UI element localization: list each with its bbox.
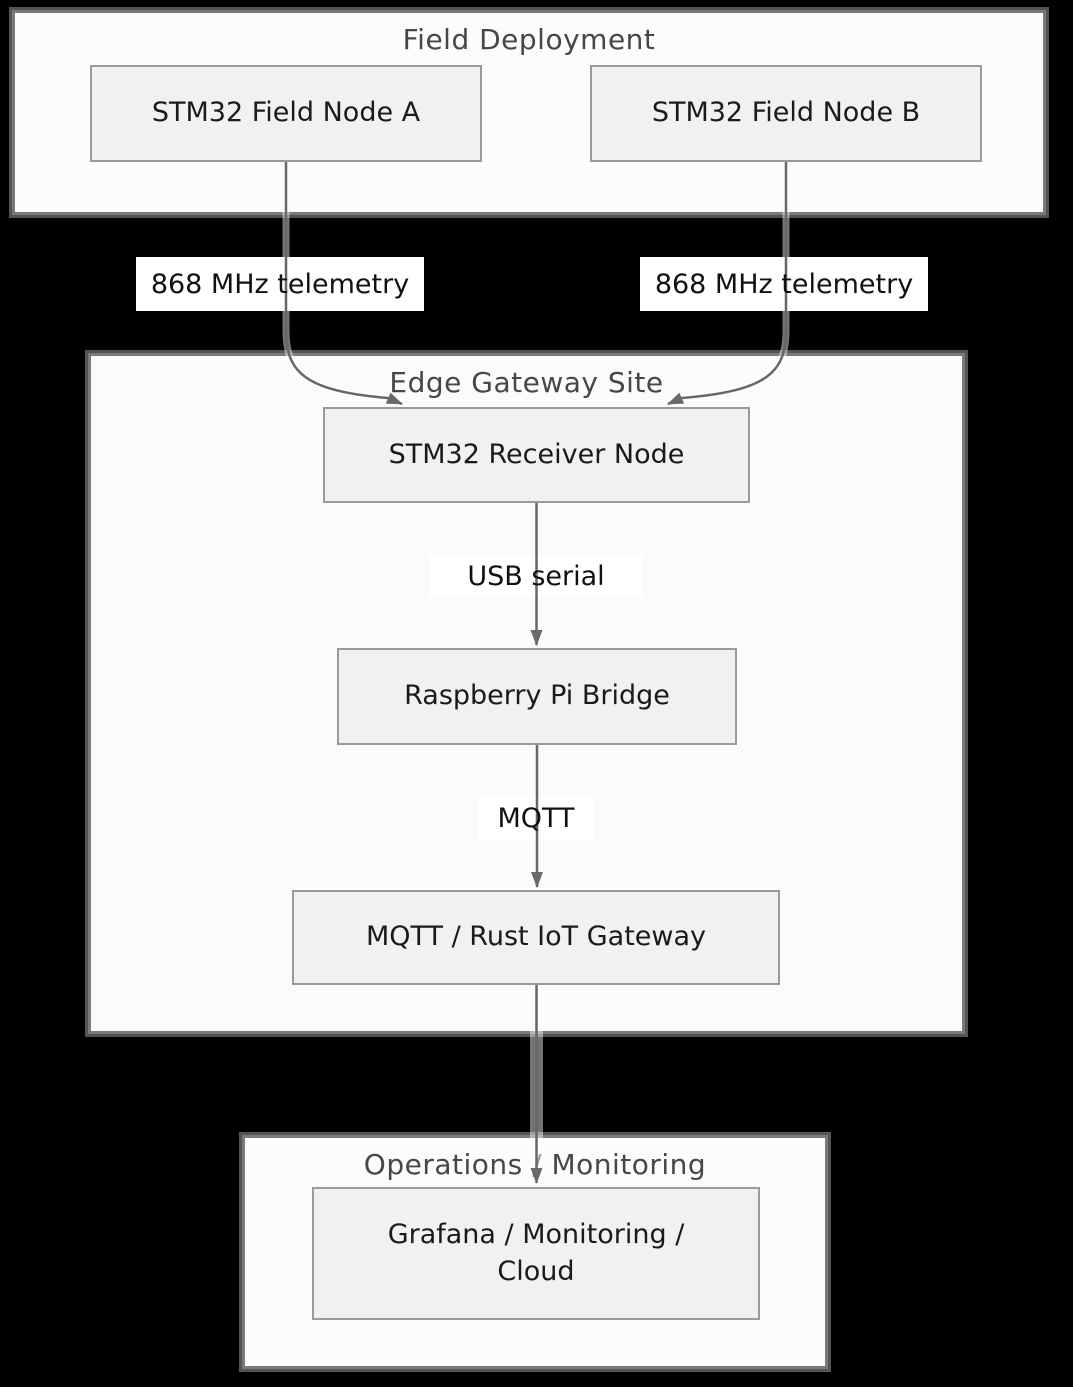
node-stm32-field-node-b: STM32 Field Node B bbox=[590, 65, 982, 162]
node-label: Grafana / Monitoring / Cloud bbox=[387, 1219, 685, 1287]
edge-label-telemetry-b: 868 MHz telemetry bbox=[640, 257, 928, 311]
node-label: STM32 Receiver Node bbox=[388, 438, 685, 470]
node-label: Raspberry Pi Bridge bbox=[404, 680, 670, 712]
node-grafana-monitoring-cloud: Grafana / Monitoring / Cloud bbox=[312, 1187, 760, 1320]
group-title-field-deployment: Field Deployment bbox=[402, 23, 656, 56]
node-stm32-field-node-a: STM32 Field Node A bbox=[90, 65, 482, 162]
node-mqtt-rust-iot-gateway: MQTT / Rust IoT Gateway bbox=[292, 890, 780, 985]
group-title-edge-gateway-site: Edge Gateway Site bbox=[389, 366, 664, 399]
edge-label-usb-serial: USB serial bbox=[430, 554, 642, 598]
node-stm32-receiver-node: STM32 Receiver Node bbox=[323, 407, 750, 503]
edge-label-mqtt: MQTT bbox=[478, 796, 594, 840]
node-label: MQTT / Rust IoT Gateway bbox=[365, 921, 707, 953]
node-label: STM32 Field Node B bbox=[651, 97, 921, 129]
node-raspberry-pi-bridge: Raspberry Pi Bridge bbox=[337, 648, 737, 745]
group-title-operations-monitoring: Operations / Monitoring bbox=[363, 1148, 707, 1181]
node-label: STM32 Field Node A bbox=[151, 97, 421, 129]
edge-label-telemetry-a: 868 MHz telemetry bbox=[136, 257, 424, 311]
